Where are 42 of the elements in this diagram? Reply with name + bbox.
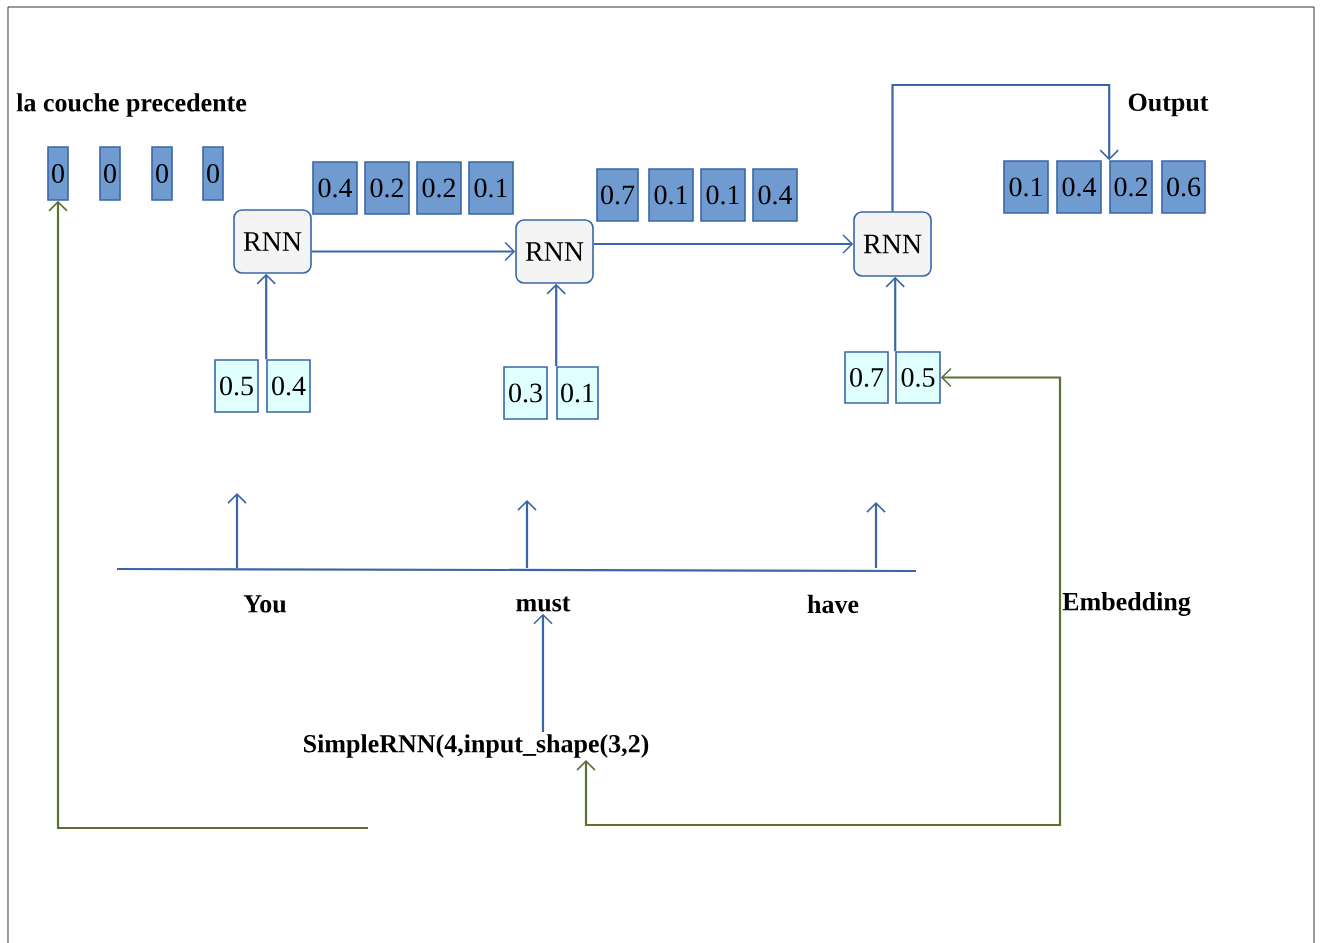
word-label: must	[516, 596, 571, 612]
output-cell: 0.1	[700, 168, 746, 222]
output-cell: 0.1	[1003, 160, 1049, 214]
arrow	[576, 604, 1062, 827]
arrow	[546, 283, 566, 367]
heading-label: Output	[1128, 93, 1209, 117]
output-cell: 0.1	[648, 168, 694, 222]
heading-label: You	[243, 595, 286, 613]
input-cell: 0.7	[844, 351, 889, 404]
arrow	[311, 241, 516, 262]
output-cell: 0	[99, 146, 121, 201]
output-cell: 0.2	[1109, 160, 1153, 214]
rnn-box: RNN	[233, 209, 312, 274]
output-cell: 0.2	[416, 161, 462, 215]
output-cell: 0	[202, 146, 224, 201]
input-cell: 0.1	[556, 366, 599, 420]
output-cell: 0.7	[596, 168, 639, 222]
output-cell: 0.6	[1161, 160, 1206, 214]
output-cell: 0.2	[364, 161, 410, 215]
arrow	[256, 273, 276, 360]
code-label: SimpleRNN(4,input_shape(3,2)	[304, 734, 649, 758]
arrow	[48, 200, 368, 830]
rnn-box: RNN	[853, 211, 932, 277]
heading-label: have	[807, 594, 859, 614]
arrow	[593, 234, 854, 254]
output-cell: 0.4	[312, 161, 358, 215]
input-cell: 0.5	[214, 359, 259, 413]
output-cell: 0	[151, 146, 173, 201]
arrow	[885, 276, 905, 352]
arrow	[891, 83, 1119, 212]
heading-label: la couche precedente	[16, 93, 247, 117]
input-cell: 0.3	[503, 366, 548, 420]
layer-label: Embedding	[1062, 592, 1191, 616]
rnn-box: RNN	[515, 219, 594, 284]
output-cell: 0.4	[1056, 160, 1102, 214]
arrow	[940, 367, 1062, 604]
input-cell: 0.5	[895, 351, 941, 404]
output-cell: 0.1	[468, 161, 514, 215]
input-cell: 0.4	[266, 359, 311, 413]
output-cell: 0	[47, 146, 69, 201]
arrow	[533, 613, 553, 732]
output-cell: 0.4	[752, 168, 798, 222]
